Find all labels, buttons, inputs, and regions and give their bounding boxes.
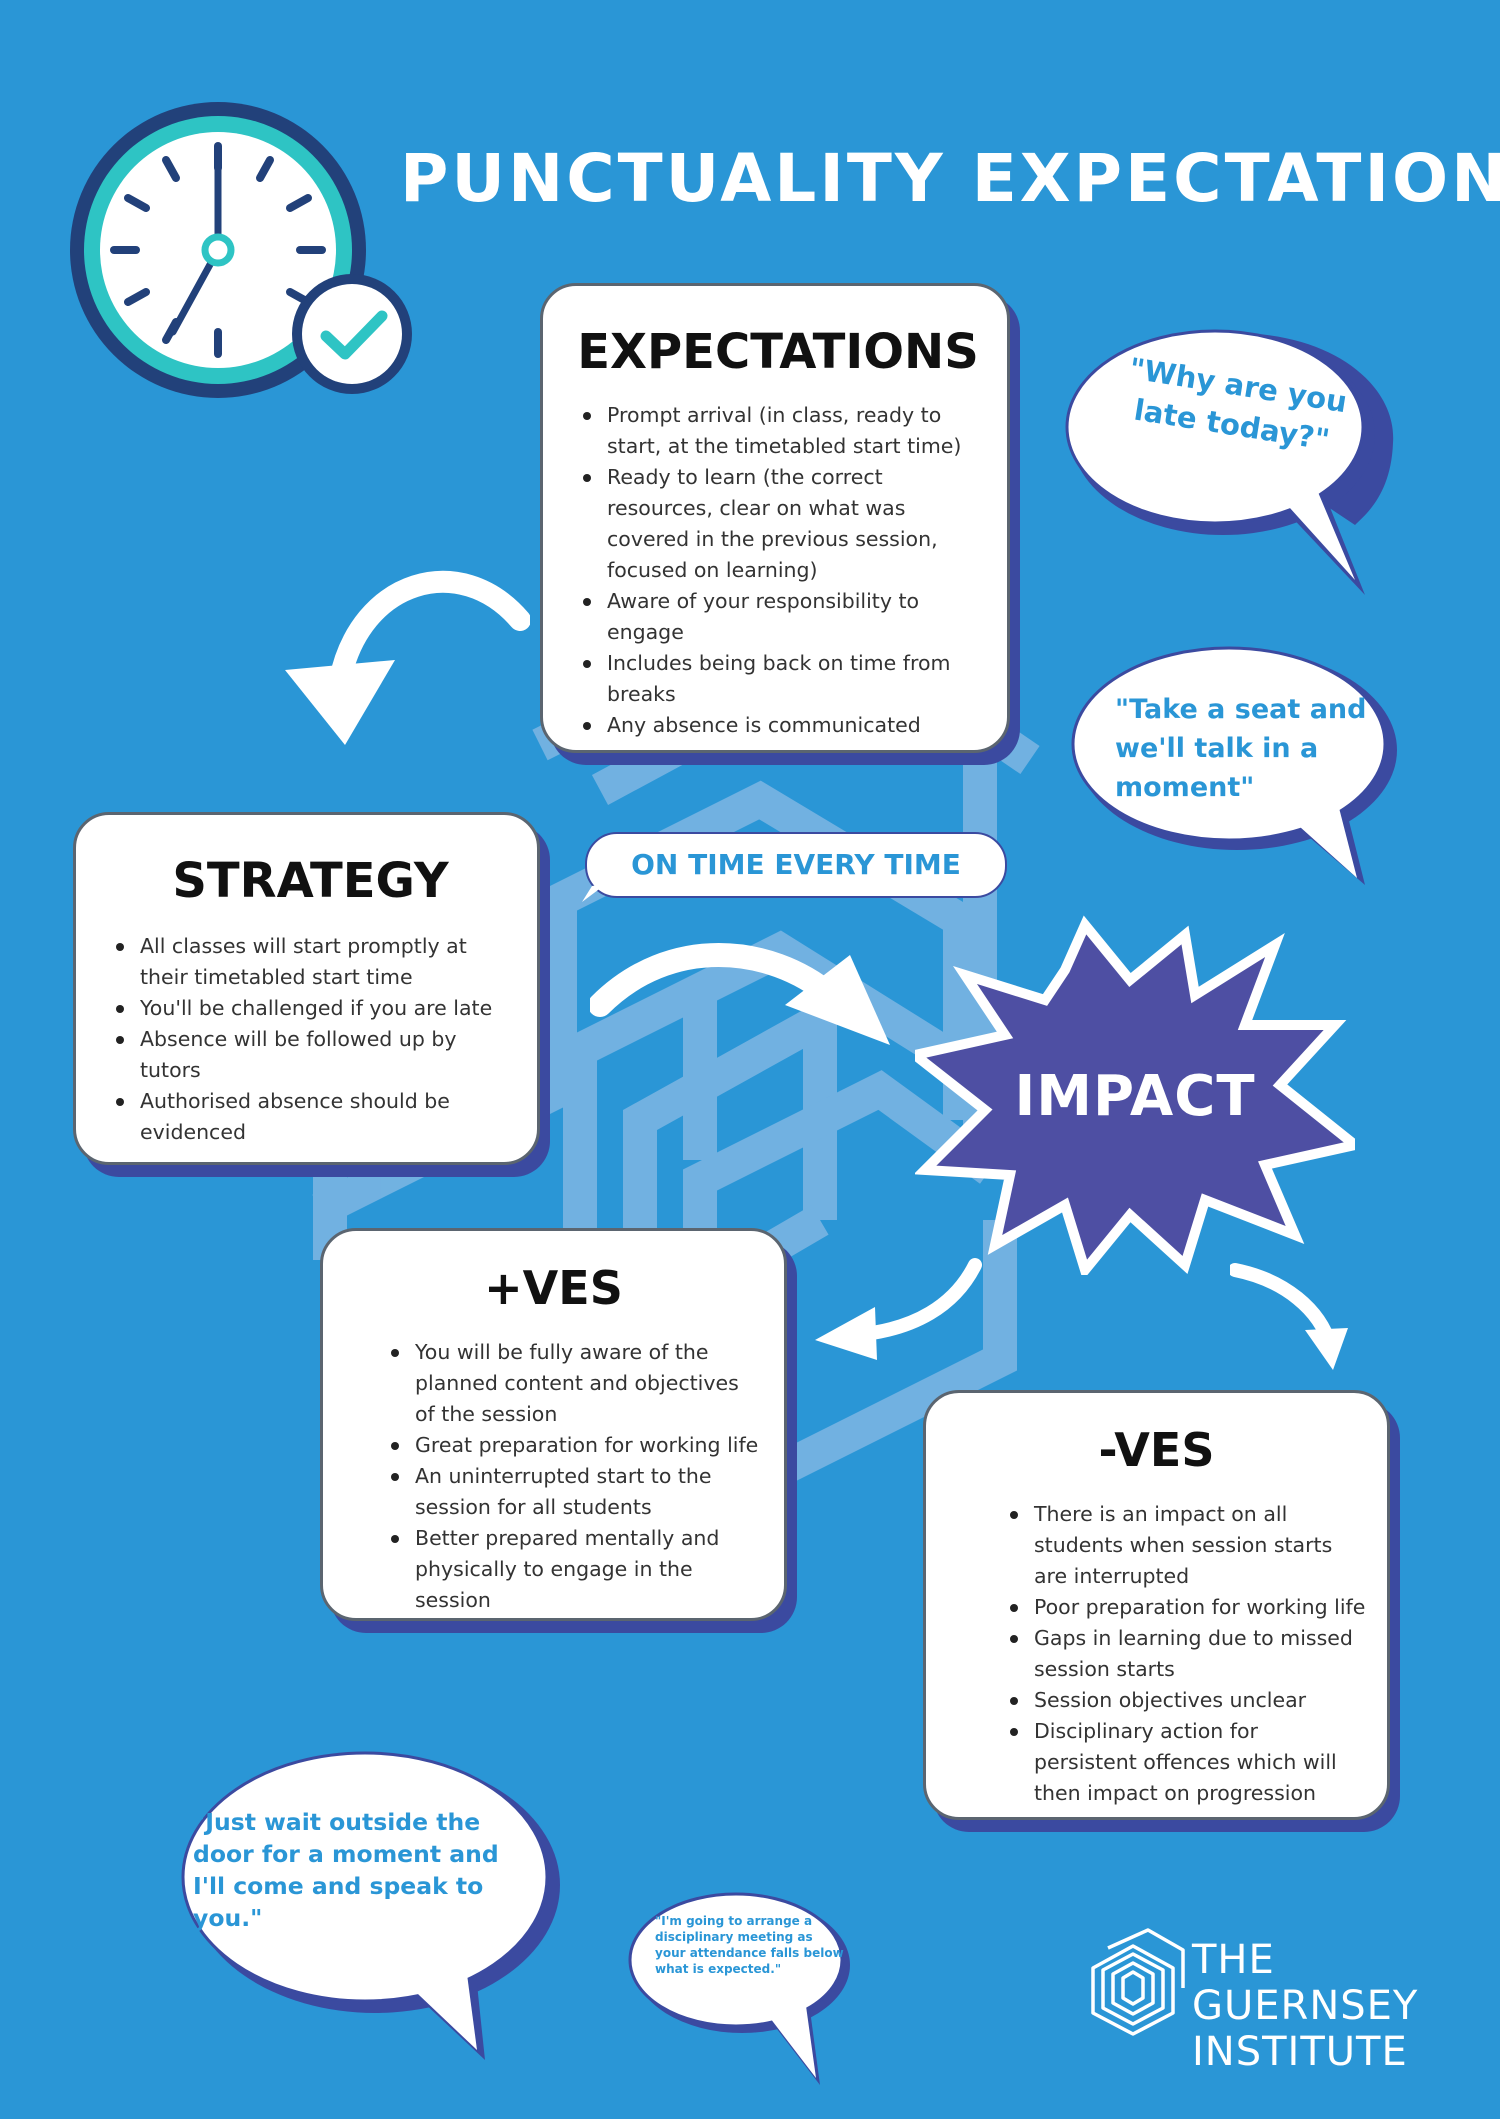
logo-line-3: INSTITUTE [1192,2029,1408,2075]
list-item: Poor preparation for working life [1010,1592,1367,1623]
positives-card: +VES You will be fully aware of the plan… [320,1228,787,1621]
logo-wordmark: THE GUERNSEY INSTITUTE [1192,1937,1418,2075]
list-item: Absence will be followed up by tutors [116,1024,513,1086]
logo-line-1: THE [1192,1937,1275,1983]
slogan-banner: ON TIME EVERY TIME [585,832,1007,898]
logo-icon [1091,1928,1185,2036]
quote-wait-outside: "Just wait outside the door for a moment… [193,1808,499,1932]
logo-line-2: GUERNSEY [1192,1983,1419,2029]
list-item: You'll be challenged if you are late [116,993,513,1024]
expectations-list: Prompt arrival (in class, ready to start… [575,400,981,741]
list-item: Disciplinary action for persistent offen… [1010,1716,1367,1809]
negatives-card: -VES There is an impact on all students … [923,1390,1390,1820]
negatives-heading: -VES [1098,1423,1215,1477]
positives-heading: +VES [484,1261,623,1315]
strategy-card: STRATEGY All classes will start promptly… [73,812,540,1165]
quote-take-seat: "Take a seat and we'll talk in a moment" [1115,694,1367,803]
quote-disciplinary: "I'm going to arrange a disciplinary mee… [655,1914,844,1976]
list-item: Great preparation for working life [391,1430,764,1461]
list-item: Ready to learn (the correct resources, c… [583,462,981,586]
expectations-card: EXPECTATIONS Prompt arrival (in class, r… [540,283,1010,753]
impact-burst [915,915,1355,1275]
slogan-tail [582,884,606,902]
page-title: PUNCTUALITY EXPECTATIONS [400,140,1500,217]
list-item: An uninterrupted start to the session fo… [391,1461,764,1523]
list-item: Session objectives unclear [1010,1685,1367,1716]
list-item: Better prepared mentally and physically … [391,1523,764,1616]
impact-label: IMPACT [1014,1064,1256,1129]
arrow-icon [590,943,890,1045]
list-item: All classes will start promptly at their… [116,931,513,993]
speech-bubble-seat [1071,646,1397,885]
arrow-icon [285,570,530,745]
speech-bubble-wait [181,1751,560,2060]
speech-bubble-late [1065,329,1394,595]
positives-list: You will be fully aware of the planned c… [383,1337,764,1616]
strategy-heading: STRATEGY [172,853,449,909]
list-item: Prompt arrival (in class, ready to start… [583,400,981,462]
list-item: Gaps in learning due to missed session s… [1010,1623,1367,1685]
negatives-list: There is an impact on all students when … [1002,1499,1367,1809]
clock-icon [70,102,366,398]
strategy-list: All classes will start promptly at their… [108,931,513,1148]
arrow-icon [1230,1263,1348,1370]
list-item: Includes being back on time from breaks [583,648,981,710]
list-item: You will be fully aware of the planned c… [391,1337,764,1430]
check-icon [292,274,412,394]
speech-bubble-disciplinary [628,1892,850,2085]
list-item: Authorised absence should be evidenced [116,1086,513,1148]
list-item: There is an impact on all students when … [1010,1499,1367,1592]
expectations-heading: EXPECTATIONS [577,324,979,380]
list-item: Aware of your responsibility to engage [583,586,981,648]
arrow-icon [815,1258,982,1360]
list-item: Any absence is communicated [583,710,981,741]
